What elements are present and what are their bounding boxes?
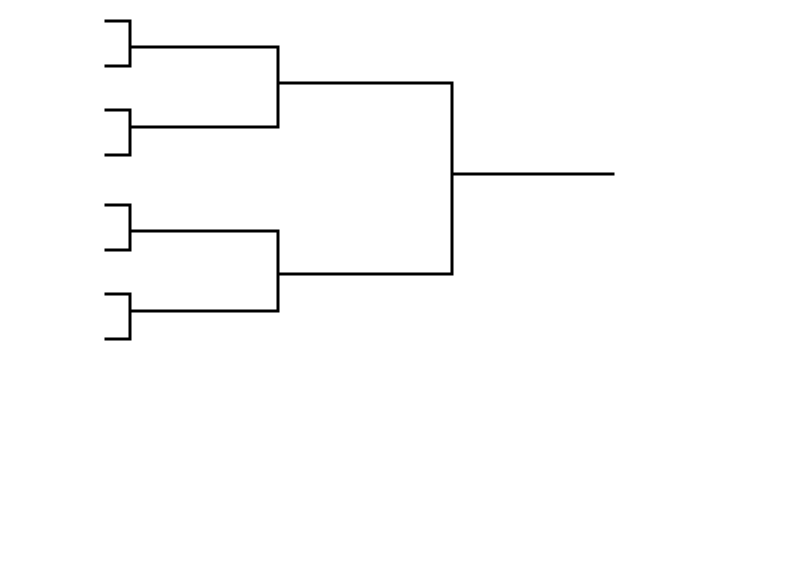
match-2-bracket [104,108,132,157]
semifinal-1-bracket [128,45,280,129]
match-3-bracket [104,203,132,252]
round-1 [104,19,132,341]
match-4-bracket [104,292,132,341]
round-3 [276,81,615,276]
match-1-bracket [104,19,132,68]
round-2 [128,45,280,313]
final-bracket [276,81,454,276]
semifinal-2-bracket [128,229,280,313]
